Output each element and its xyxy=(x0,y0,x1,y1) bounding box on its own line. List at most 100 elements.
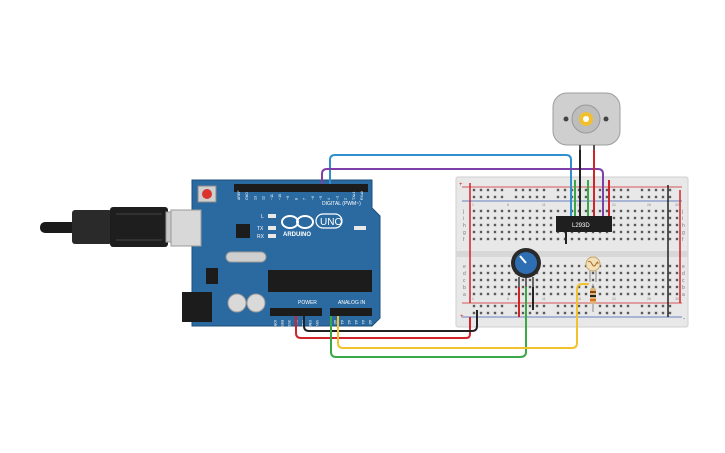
breadboard-hole[interactable] xyxy=(612,264,616,268)
breadboard-hole[interactable] xyxy=(633,209,637,213)
rail-hole[interactable] xyxy=(598,195,602,199)
breadboard-hole[interactable] xyxy=(500,271,504,275)
breadboard-hole[interactable] xyxy=(549,278,553,282)
breadboard-hole[interactable] xyxy=(556,278,560,282)
rail-hole[interactable] xyxy=(563,311,567,315)
breadboard-hole[interactable] xyxy=(626,209,630,213)
rail-hole[interactable] xyxy=(563,304,567,308)
breadboard-hole[interactable] xyxy=(619,230,623,234)
breadboard-hole[interactable] xyxy=(542,278,546,282)
breadboard-hole[interactable] xyxy=(640,209,644,213)
breadboard-hole[interactable] xyxy=(661,264,665,268)
breadboard-hole[interactable] xyxy=(528,216,532,220)
breadboard-hole[interactable] xyxy=(640,285,644,289)
breadboard-hole[interactable] xyxy=(563,292,567,296)
breadboard-hole[interactable] xyxy=(563,285,567,289)
rail-hole[interactable] xyxy=(493,188,497,192)
rail-hole[interactable] xyxy=(640,304,644,308)
breadboard-hole[interactable] xyxy=(661,292,665,296)
rail-hole[interactable] xyxy=(556,188,560,192)
rail-hole[interactable] xyxy=(528,304,532,308)
breadboard-hole[interactable] xyxy=(577,285,581,289)
breadboard-hole[interactable] xyxy=(570,271,574,275)
breadboard-hole[interactable] xyxy=(507,209,511,213)
rail-hole[interactable] xyxy=(612,311,616,315)
breadboard-hole[interactable] xyxy=(479,264,483,268)
breadboard-hole[interactable] xyxy=(640,223,644,227)
rail-hole[interactable] xyxy=(654,195,658,199)
breadboard-hole[interactable] xyxy=(675,216,679,220)
breadboard-hole[interactable] xyxy=(563,209,567,213)
breadboard-hole[interactable] xyxy=(507,223,511,227)
breadboard-hole[interactable] xyxy=(549,230,553,234)
rail-hole[interactable] xyxy=(563,188,567,192)
rail-hole[interactable] xyxy=(626,304,630,308)
breadboard-hole[interactable] xyxy=(633,216,637,220)
breadboard-hole[interactable] xyxy=(661,216,665,220)
breadboard-hole[interactable] xyxy=(507,264,511,268)
breadboard-hole[interactable] xyxy=(493,223,497,227)
rail-hole[interactable] xyxy=(500,195,504,199)
breadboard-hole[interactable] xyxy=(535,223,539,227)
breadboard-hole[interactable] xyxy=(549,216,553,220)
breadboard-hole[interactable] xyxy=(619,271,623,275)
breadboard-hole[interactable] xyxy=(626,278,630,282)
reset-button[interactable] xyxy=(202,189,212,199)
breadboard-hole[interactable] xyxy=(661,209,665,213)
breadboard-hole[interactable] xyxy=(514,285,518,289)
breadboard-hole[interactable] xyxy=(605,264,609,268)
breadboard-hole[interactable] xyxy=(654,264,658,268)
rail-hole[interactable] xyxy=(556,304,560,308)
breadboard-hole[interactable] xyxy=(500,216,504,220)
breadboard-hole[interactable] xyxy=(633,237,637,241)
breadboard-hole[interactable] xyxy=(493,209,497,213)
breadboard-hole[interactable] xyxy=(675,230,679,234)
rail-hole[interactable] xyxy=(500,311,504,315)
breadboard-hole[interactable] xyxy=(570,237,574,241)
breadboard-hole[interactable] xyxy=(486,271,490,275)
breadboard-hole[interactable] xyxy=(619,216,623,220)
breadboard-hole[interactable] xyxy=(514,278,518,282)
breadboard-hole[interactable] xyxy=(570,264,574,268)
breadboard-hole[interactable] xyxy=(612,230,616,234)
breadboard-hole[interactable] xyxy=(528,223,532,227)
breadboard-hole[interactable] xyxy=(479,271,483,275)
breadboard-hole[interactable] xyxy=(521,237,525,241)
breadboard-hole[interactable] xyxy=(500,264,504,268)
breadboard-hole[interactable] xyxy=(500,230,504,234)
breadboard-hole[interactable] xyxy=(549,209,553,213)
rail-hole[interactable] xyxy=(584,195,588,199)
rail-hole[interactable] xyxy=(640,311,644,315)
rail-hole[interactable] xyxy=(668,311,672,315)
breadboard-hole[interactable] xyxy=(521,216,525,220)
rail-hole[interactable] xyxy=(626,311,630,315)
breadboard-hole[interactable] xyxy=(479,209,483,213)
breadboard-hole[interactable] xyxy=(647,223,651,227)
breadboard-hole[interactable] xyxy=(493,292,497,296)
rail-hole[interactable] xyxy=(493,311,497,315)
breadboard-hole[interactable] xyxy=(598,271,602,275)
breadboard-hole[interactable] xyxy=(486,285,490,289)
breadboard-hole[interactable] xyxy=(542,292,546,296)
breadboard-hole[interactable] xyxy=(500,209,504,213)
breadboard-hole[interactable] xyxy=(577,237,581,241)
rail-hole[interactable] xyxy=(612,188,616,192)
breadboard-hole[interactable] xyxy=(521,230,525,234)
rail-hole[interactable] xyxy=(647,195,651,199)
breadboard-hole[interactable] xyxy=(626,264,630,268)
rail-hole[interactable] xyxy=(472,304,476,308)
breadboard-hole[interactable] xyxy=(528,237,532,241)
rail-hole[interactable] xyxy=(668,304,672,308)
rail-hole[interactable] xyxy=(626,195,630,199)
breadboard-hole[interactable] xyxy=(668,264,672,268)
breadboard-hole[interactable] xyxy=(500,223,504,227)
breadboard-hole[interactable] xyxy=(479,223,483,227)
breadboard-hole[interactable] xyxy=(535,209,539,213)
breadboard-hole[interactable] xyxy=(661,285,665,289)
breadboard-hole[interactable] xyxy=(584,278,588,282)
breadboard-hole[interactable] xyxy=(640,237,644,241)
breadboard-hole[interactable] xyxy=(528,230,532,234)
rail-hole[interactable] xyxy=(619,195,623,199)
wire-blue[interactable] xyxy=(329,154,572,216)
rail-hole[interactable] xyxy=(556,195,560,199)
